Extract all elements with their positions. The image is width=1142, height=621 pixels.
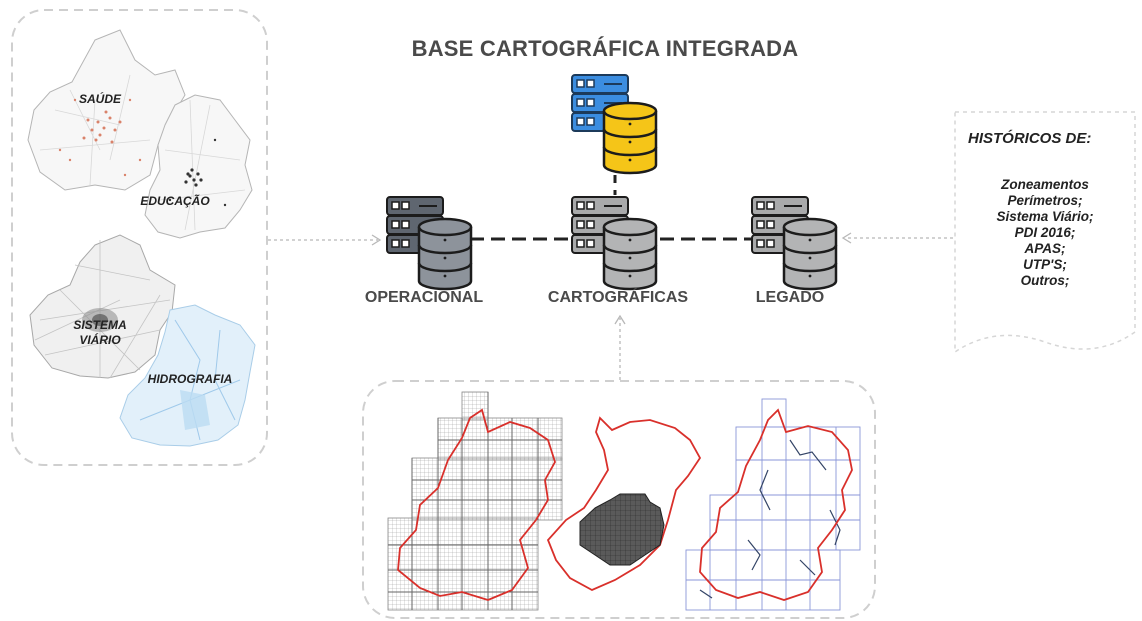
node-label-legado: LEGADO	[755, 289, 825, 306]
historicos-item: Zoneamentos	[1001, 177, 1089, 192]
server-db-icon-cartograficas	[571, 196, 658, 291]
historicos-item: Perímetros;	[1007, 193, 1083, 208]
historicos-item: PDI 2016;	[1014, 225, 1076, 240]
server-db-icon-legado	[751, 196, 838, 291]
map-hidrografia	[119, 304, 256, 447]
bottom-map-blue-grid	[685, 398, 861, 611]
map-label-sistema-viario-line2: VIÁRIO	[79, 333, 121, 347]
node-label-operacional: OPERACIONAL	[364, 289, 484, 306]
diagram-title: BASE CARTOGRÁFICA INTEGRADA	[411, 36, 799, 61]
map-label-saude: SAÚDE	[78, 92, 121, 106]
map-saude	[27, 29, 186, 191]
historicos-item: Outros;	[1020, 273, 1070, 288]
map-label-hidrografia: HIDROGRAFIA	[147, 372, 233, 386]
historicos-title: HISTÓRICOS DE:	[968, 130, 1092, 147]
historicos-item: Sistema Viário;	[996, 209, 1094, 224]
map-label-sistema-viario-line1: SISTEMA	[73, 318, 127, 332]
server-db-icon-operacional	[386, 196, 473, 291]
arrow-bottom-to-cartograficas	[614, 314, 626, 380]
arrow-left-to-operacional	[268, 234, 382, 246]
bottom-map-central-area	[546, 416, 702, 592]
arrow-historicos-to-legado	[841, 232, 953, 244]
server-db-icon-top	[571, 74, 658, 175]
map-educacao	[144, 94, 253, 239]
map-label-sistema-viario: SISTEMA VIÁRIO	[60, 318, 140, 348]
historicos-item: APAS;	[1024, 241, 1066, 256]
historicos-item: UTP'S;	[1023, 257, 1067, 272]
map-label-educacao: EDUCAÇÃO	[140, 194, 210, 208]
map-sistema-viario	[29, 234, 176, 379]
historicos-list: Zoneamentos Perímetros; Sistema Viário; …	[960, 177, 1130, 289]
bottom-map-grid-tiles	[387, 391, 563, 611]
bottom-maps-panel	[362, 380, 876, 619]
left-maps-panel	[11, 9, 268, 466]
node-label-cartograficas: CARTOGRÁFICAS	[547, 289, 689, 306]
